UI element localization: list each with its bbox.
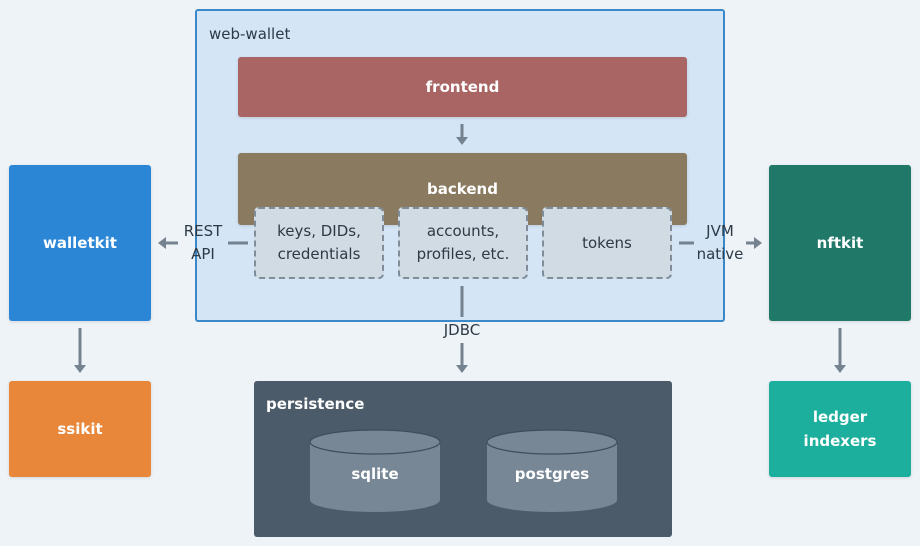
keys-dids-credentials-component[interactable]: keys, DIDs, credentials — [254, 207, 384, 279]
frontend-label: frontend — [425, 78, 500, 96]
jvm-native-label: JVM native — [696, 222, 744, 263]
arrowhead-icon — [754, 237, 762, 249]
walletkit-box[interactable]: walletkit — [9, 165, 151, 321]
persistence-label: persistence — [266, 395, 365, 413]
walletkit-label: walletkit — [43, 234, 117, 252]
nftkit-box[interactable]: nftkit — [769, 165, 911, 321]
arrowhead-icon — [158, 237, 166, 249]
postgres-database[interactable]: postgres — [486, 429, 618, 515]
tokens-component[interactable]: tokens — [542, 207, 672, 279]
nftkit-label: nftkit — [816, 234, 864, 252]
arrowhead-icon — [456, 365, 468, 373]
sqlite-database[interactable]: sqlite — [309, 429, 441, 515]
ssikit-label: ssikit — [57, 420, 103, 438]
frontend-box[interactable]: frontend — [238, 57, 687, 117]
backend-label: backend — [427, 180, 498, 198]
jdbc-label: JDBC — [443, 321, 481, 339]
postgres-label: postgres — [514, 465, 590, 483]
web-wallet-label: web-wallet — [209, 25, 291, 43]
cylinder-icon — [309, 429, 441, 512]
arrowhead-icon — [834, 365, 846, 373]
cylinder-icon — [486, 429, 618, 512]
persistence-group: persistence sqlite postgres — [254, 381, 672, 537]
ssikit-box[interactable]: ssikit — [9, 381, 151, 477]
sqlite-label: sqlite — [351, 465, 399, 483]
ledger-indexers-box[interactable]: ledger indexers — [769, 381, 911, 477]
arrowhead-icon — [456, 137, 468, 145]
accounts-profiles-component[interactable]: accounts, profiles, etc. — [398, 207, 528, 279]
rest-api-label: REST API — [183, 222, 223, 263]
arrowhead-icon — [74, 365, 86, 373]
